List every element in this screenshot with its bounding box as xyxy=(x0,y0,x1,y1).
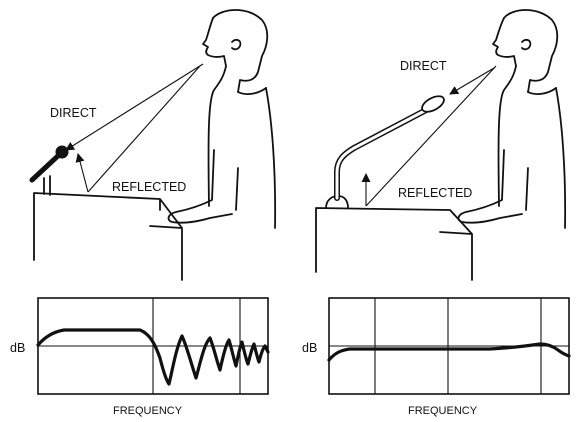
left-direct-label: DIRECT xyxy=(50,106,97,120)
left-speaker-figure xyxy=(167,9,277,229)
right-graph-ylabel: dB xyxy=(302,341,317,355)
left-lectern xyxy=(33,192,183,281)
right-speaker-scene: DIRECT REFLECTED xyxy=(315,9,567,281)
left-reflected-label: REFLECTED xyxy=(112,180,186,194)
left-response-curve xyxy=(36,328,270,386)
left-sound-paths xyxy=(65,63,204,193)
left-graph-xlabel: FREQUENCY xyxy=(113,405,183,417)
right-reflected-label: REFLECTED xyxy=(398,186,472,200)
right-sound-paths xyxy=(361,65,497,207)
right-gooseneck-microphone xyxy=(325,95,445,209)
right-lectern xyxy=(315,207,473,281)
right-frequency-graph: dB FREQUENCY xyxy=(302,297,571,417)
right-response-curve xyxy=(327,342,571,362)
left-microphone xyxy=(29,145,69,196)
right-speaker-figure xyxy=(457,9,567,229)
right-graph-xlabel: FREQUENCY xyxy=(408,405,478,417)
right-direct-label: DIRECT xyxy=(400,59,447,73)
left-graph-ylabel: dB xyxy=(10,341,25,355)
left-frequency-graph: dB FREQUENCY xyxy=(10,297,270,417)
left-speaker-scene: DIRECT REFLECTED xyxy=(29,9,277,281)
